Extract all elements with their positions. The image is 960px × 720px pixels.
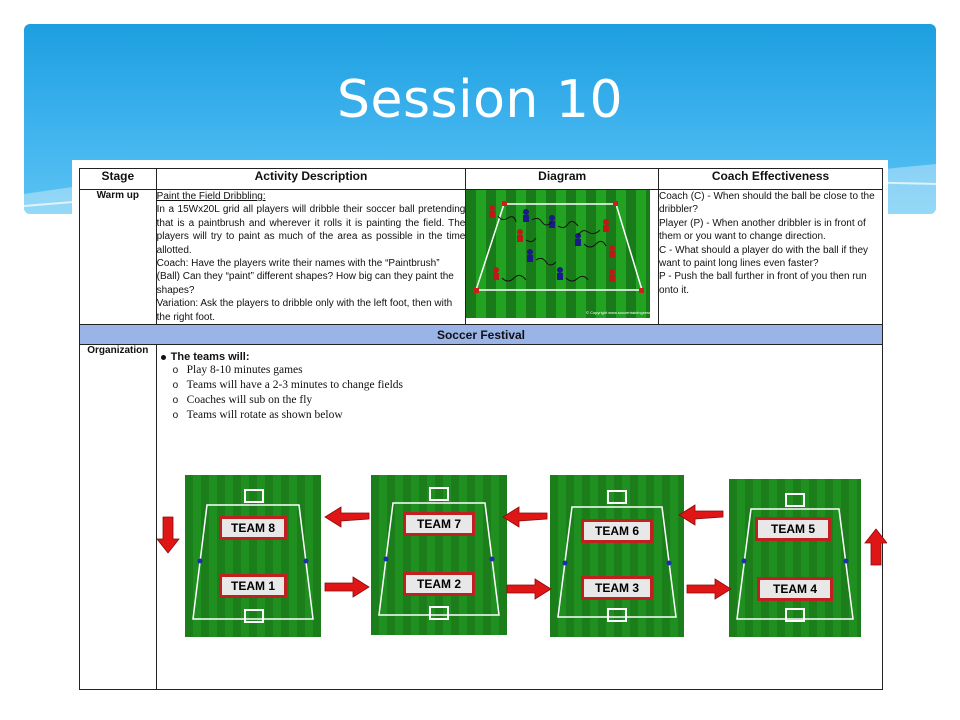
field-2-bottom-team: TEAM 2 [417, 577, 461, 591]
activity-description: In a 15Wx20L grid all players will dribb… [156, 204, 466, 256]
field-3-top-team: TEAM 6 [595, 524, 639, 538]
header-activity: Activity Description [155, 168, 467, 190]
arrow-right-icon [686, 578, 732, 600]
coach-line-3: C - What should a player do with the bal… [659, 244, 869, 270]
activity-title: Paint the Field Dribbling: [156, 191, 266, 202]
organization-items: Play 8-10 minutes games Teams will have … [161, 363, 403, 423]
session-plan-table: Stage Activity Description Diagram Coach… [79, 168, 887, 691]
warmup-coach-cell: Coach (C) - When should the ball be clos… [658, 188, 883, 326]
header-diagram: Diagram [465, 168, 660, 190]
session-document: Stage Activity Description Diagram Coach… [72, 160, 888, 700]
arrow-down-icon [156, 516, 180, 554]
organization-lead: The teams will: [160, 351, 403, 364]
soccer-festival-row: Soccer Festival [79, 324, 883, 346]
warmup-stage-label: Warm up [79, 188, 157, 326]
svg-text:© Copyright www.soccertraining: © Copyright www.soccertrainingsession.co… [586, 310, 650, 315]
list-item: Teams will have a 2-3 minutes to change … [173, 378, 403, 393]
field-4-top-team: TEAM 5 [771, 522, 815, 536]
field-3-bottom-team: TEAM 3 [595, 581, 639, 595]
table-header-row: Stage Activity Description Diagram Coach… [79, 168, 883, 190]
coach-line-4: P - Push the ball further in front of yo… [659, 271, 867, 296]
list-item: Play 8-10 minutes games [173, 363, 403, 378]
coach-line-1: Coach (C) - When should the ball be clos… [659, 191, 875, 216]
rotation-fields-diagram: TEAM 8 TEAM 1 TEAM 7 [156, 475, 887, 638]
arrow-left-icon [501, 506, 548, 528]
field-2: TEAM 7 TEAM 2 [370, 475, 507, 636]
list-item: Teams will rotate as shown below [173, 408, 403, 423]
field-3: TEAM 6 TEAM 3 [549, 475, 684, 638]
arrow-up-icon [863, 528, 887, 566]
arrow-right-icon [324, 576, 370, 598]
organization-row: Organization The teams will: Play 8-10 m… [79, 344, 887, 691]
slide-title: Session 10 [336, 70, 624, 130]
activity-coach-prompt: Coach: Have the players write their name… [156, 258, 454, 296]
field-1: TEAM 8 TEAM 1 [184, 475, 321, 638]
coach-line-2: Player (P) - When another dribbler is in… [659, 217, 866, 243]
warmup-activity-cell: Paint the Field Dribbling: In a 15Wx20L … [155, 188, 467, 326]
arrow-right-icon [506, 578, 552, 600]
organization-lead-text: The teams will: [170, 351, 250, 364]
field-2-top-team: TEAM 7 [417, 517, 461, 531]
warmup-row: Warm up Paint the Field Dribbling: In a … [79, 188, 883, 326]
header-coach-effectiveness: Coach Effectiveness [658, 168, 883, 190]
warmup-diagram-cell: © Copyright www.soccertrainingsession.co… [465, 188, 666, 326]
organization-list: The teams will: Play 8-10 minutes games … [160, 351, 403, 423]
field-1-bottom-team: TEAM 1 [231, 579, 275, 593]
organization-stage-label: Organization [79, 344, 157, 691]
header-stage: Stage [79, 168, 157, 190]
field-4-bottom-team: TEAM 4 [773, 582, 817, 596]
field-4: TEAM 5 TEAM 4 [728, 479, 861, 638]
arrow-left-icon [677, 504, 724, 526]
organization-body-cell: The teams will: Play 8-10 minutes games … [155, 344, 887, 691]
arrow-left-icon [323, 506, 370, 528]
warmup-diagram-image: © Copyright www.soccertrainingsession.co… [466, 190, 666, 318]
soccer-festival-label: Soccer Festival [79, 324, 883, 346]
list-item: Coaches will sub on the fly [173, 393, 403, 408]
field-1-top-team: TEAM 8 [231, 521, 275, 535]
bullet-icon [160, 354, 166, 360]
activity-variation: Variation: Ask the players to dribble on… [156, 298, 453, 323]
